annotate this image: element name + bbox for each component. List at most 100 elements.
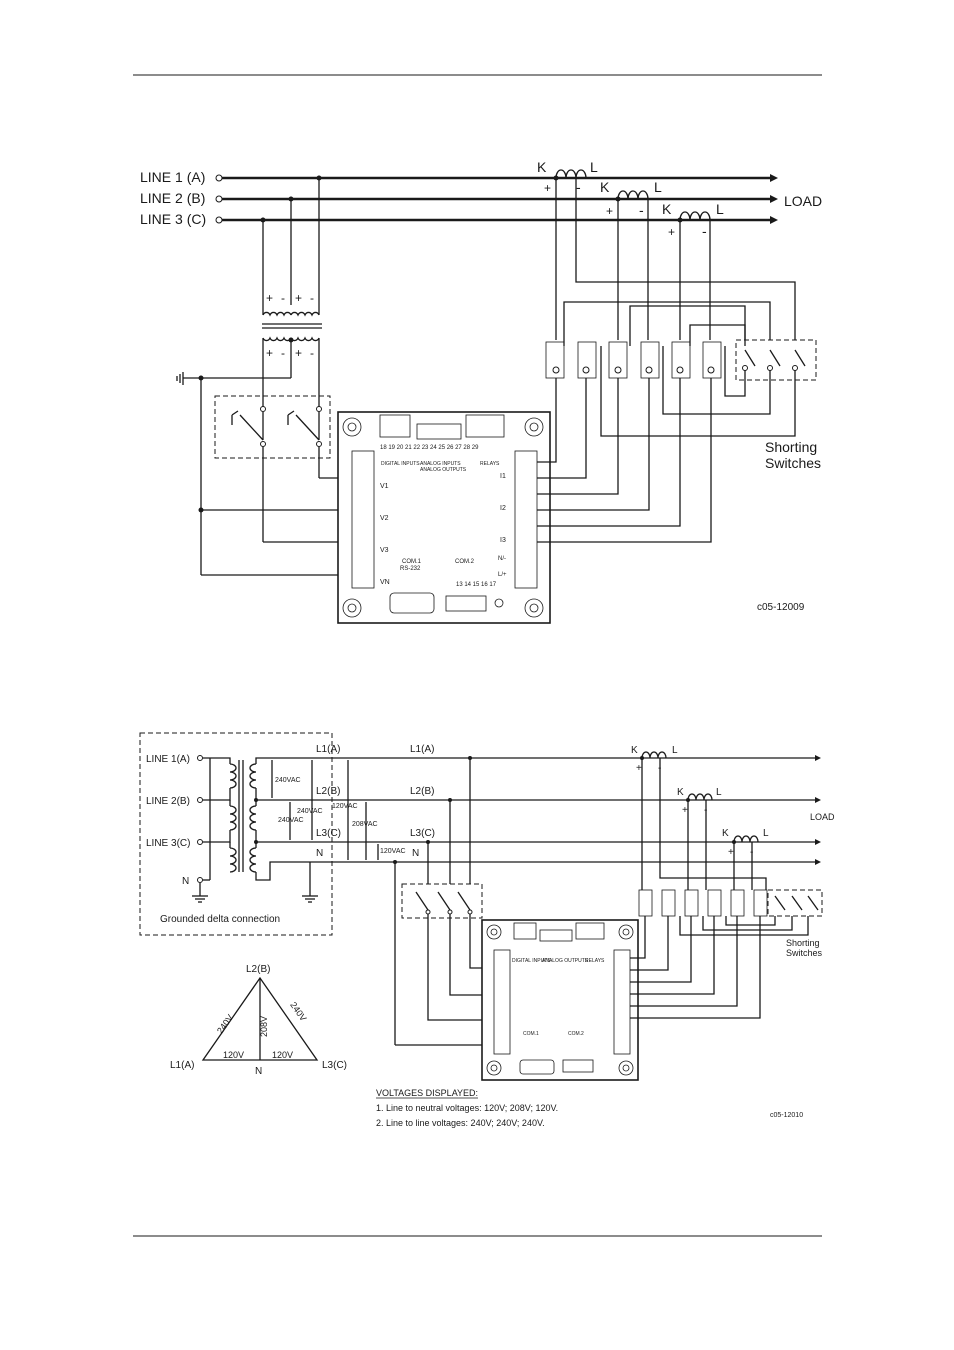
svg-text:V3: V3: [380, 547, 389, 554]
svg-text:120V: 120V: [223, 1050, 244, 1060]
svg-text:V2: V2: [380, 515, 389, 522]
svg-text:N: N: [255, 1066, 262, 1077]
shorting-switch-box: [767, 889, 823, 917]
ct-line-1: K L + -: [631, 745, 678, 774]
svg-text:COM.1: COM.1: [523, 1031, 539, 1037]
shorting-switches-label: Shorting: [786, 938, 820, 948]
svg-text:N: N: [316, 848, 323, 859]
svg-text:+: +: [295, 291, 302, 305]
svg-text:N/-: N/-: [498, 556, 506, 562]
svg-text:L3(C): L3(C): [316, 828, 341, 839]
svg-text:RS-232: RS-232: [400, 566, 421, 572]
svg-text:-: -: [639, 202, 644, 218]
svg-text:L: L: [716, 787, 722, 798]
arrow-icon: [770, 195, 778, 203]
shorting-switch-box: [735, 339, 817, 381]
svg-text:K: K: [662, 201, 672, 217]
arrow-icon: [815, 859, 821, 865]
svg-text:L2(B): L2(B): [246, 964, 270, 975]
arrow-icon: [815, 797, 821, 803]
svg-text:COM.1: COM.1: [402, 559, 422, 565]
voltage-triangle: L2(B) L1(A) L3(C) N 240V 240V 208V 120V …: [170, 964, 347, 1077]
svg-text:-: -: [281, 346, 285, 360]
svg-text:COM.2: COM.2: [568, 1031, 584, 1037]
meter-unit-2: DIGITAL INPUTS ANALOG OUTPUTS RELAYS COM…: [481, 919, 639, 1081]
svg-text:13 14 15 16 17: 13 14 15 16 17: [456, 582, 497, 588]
svg-text:-: -: [702, 223, 707, 239]
svg-text:240V: 240V: [215, 1013, 235, 1036]
ct-terminal-blocks: [638, 889, 768, 917]
svg-text:K: K: [631, 745, 638, 756]
svg-text:DIGITAL INPUTS: DIGITAL INPUTS: [381, 461, 420, 467]
svg-text:120V: 120V: [272, 1050, 293, 1060]
svg-text:L: L: [716, 201, 724, 217]
svg-text:K: K: [722, 828, 729, 839]
svg-text:240VAC: 240VAC: [297, 808, 323, 815]
voltages-title: VOLTAGES DISPLAYED:: [376, 1088, 478, 1098]
svg-text:L3(C): L3(C): [322, 1060, 347, 1071]
svg-text:-: -: [310, 346, 314, 360]
line-2-label: LINE 2 (B): [140, 190, 205, 206]
ct-terminal-blocks: [545, 341, 722, 379]
ct-line-2: K L + -: [600, 179, 662, 218]
svg-text:K: K: [677, 787, 684, 798]
diagram-2-code: c05-12010: [770, 1112, 803, 1119]
svg-text:L: L: [654, 179, 662, 195]
svg-text:+: +: [668, 225, 675, 239]
ground-icon: [302, 862, 318, 903]
svg-text:ANALOG OUTPUTS: ANALOG OUTPUTS: [420, 467, 467, 473]
svg-text:COM.2: COM.2: [455, 559, 475, 565]
arrow-icon: [770, 216, 778, 224]
fuse-box: [401, 883, 483, 919]
svg-text:ANALOG OUTPUTS: ANALOG OUTPUTS: [542, 958, 589, 964]
svg-text:L1(A): L1(A): [410, 744, 434, 755]
load-label: LOAD: [784, 193, 822, 209]
svg-text:-: -: [576, 179, 581, 195]
svg-text:K: K: [537, 159, 547, 175]
svg-text:+: +: [728, 847, 734, 858]
fuse-box: [214, 395, 331, 459]
ct-line-1: K L + -: [537, 159, 598, 195]
svg-text:VN: VN: [380, 579, 390, 586]
svg-text:RELAYS: RELAYS: [585, 958, 605, 964]
arrow-icon: [815, 839, 821, 845]
svg-text:ANALOG INPUTS: ANALOG INPUTS: [420, 461, 461, 467]
svg-text:L: L: [763, 828, 769, 839]
svg-text:-: -: [310, 291, 314, 305]
ct-line-3: K L + -: [722, 828, 769, 858]
svg-text:120VAC: 120VAC: [332, 803, 358, 810]
svg-text:L: L: [672, 745, 678, 756]
diagram-1-wye-connection: LINE 1 (A) LINE 2 (B) LINE 3 (C) LOAD K …: [140, 159, 822, 624]
svg-text:K: K: [600, 179, 610, 195]
grounded-delta-box: [139, 732, 333, 936]
svg-text:L/+: L/+: [498, 572, 507, 578]
ground-icon: [176, 372, 184, 385]
svg-text:240VAC: 240VAC: [278, 817, 304, 824]
shorting-switches-label: Shorting: [765, 439, 817, 455]
grounded-delta-label: Grounded delta connection: [160, 914, 280, 925]
arrow-icon: [815, 755, 821, 761]
svg-text:120VAC: 120VAC: [380, 848, 406, 855]
svg-text:LINE 3(C): LINE 3(C): [146, 838, 190, 849]
meter-unit-1: 18 19 20 21 22 23 24 25 26 27 28 29 DIGI…: [337, 411, 551, 624]
svg-text:I1: I1: [500, 473, 506, 480]
svg-text:L1(A): L1(A): [316, 744, 340, 755]
svg-text:208VAC: 208VAC: [352, 821, 378, 828]
shorting-switches-label: Switches: [765, 455, 821, 471]
svg-text:+: +: [266, 346, 273, 360]
svg-text:208V: 208V: [259, 1016, 269, 1037]
ct-line-3: K L + -: [662, 201, 724, 239]
svg-text:-: -: [281, 291, 285, 305]
svg-text:L1(A): L1(A): [170, 1060, 194, 1071]
svg-text:+: +: [606, 204, 613, 218]
svg-text:+: +: [295, 346, 302, 360]
delta-transformer: [203, 757, 332, 881]
load-label: LOAD: [810, 812, 835, 822]
svg-text:L3(C): L3(C): [410, 828, 435, 839]
line-1-label: LINE 1 (A): [140, 169, 205, 185]
voltages-line-1: 1. Line to neutral voltages: 120V; 208V;…: [376, 1103, 558, 1113]
svg-text:I3: I3: [500, 537, 506, 544]
svg-text:L2(B): L2(B): [316, 786, 340, 797]
svg-text:+: +: [682, 805, 688, 816]
